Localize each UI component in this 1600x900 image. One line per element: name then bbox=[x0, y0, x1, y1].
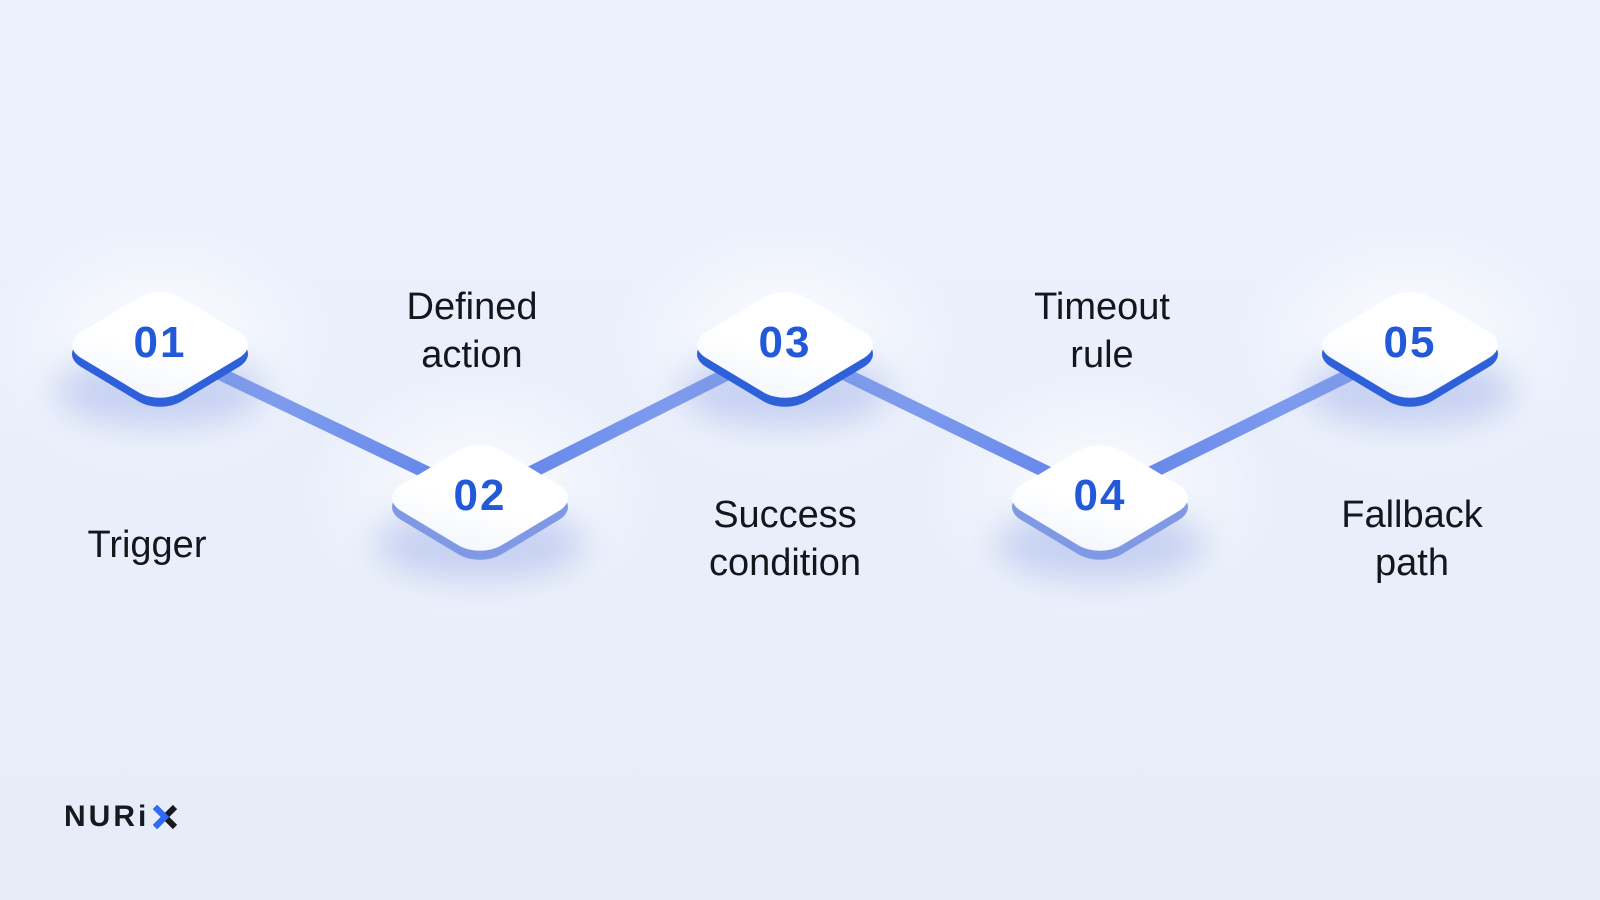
step-label-03: Success condition bbox=[708, 494, 862, 584]
step-number: 05 bbox=[1383, 318, 1437, 367]
step-label-04: Timeout rule bbox=[1034, 286, 1170, 376]
step-number: 03 bbox=[758, 318, 812, 367]
logo-text-i: i bbox=[138, 800, 150, 833]
logo-x-icon bbox=[153, 804, 178, 830]
step-label-01: Trigger bbox=[87, 524, 207, 567]
logo-text-main: NUR bbox=[64, 800, 138, 833]
step-label-05: Fallback path bbox=[1341, 494, 1483, 584]
step-number: 04 bbox=[1073, 471, 1127, 520]
step-label-02: Defined action bbox=[406, 286, 538, 376]
step-number: 01 bbox=[133, 318, 187, 367]
step-number: 02 bbox=[453, 471, 507, 520]
